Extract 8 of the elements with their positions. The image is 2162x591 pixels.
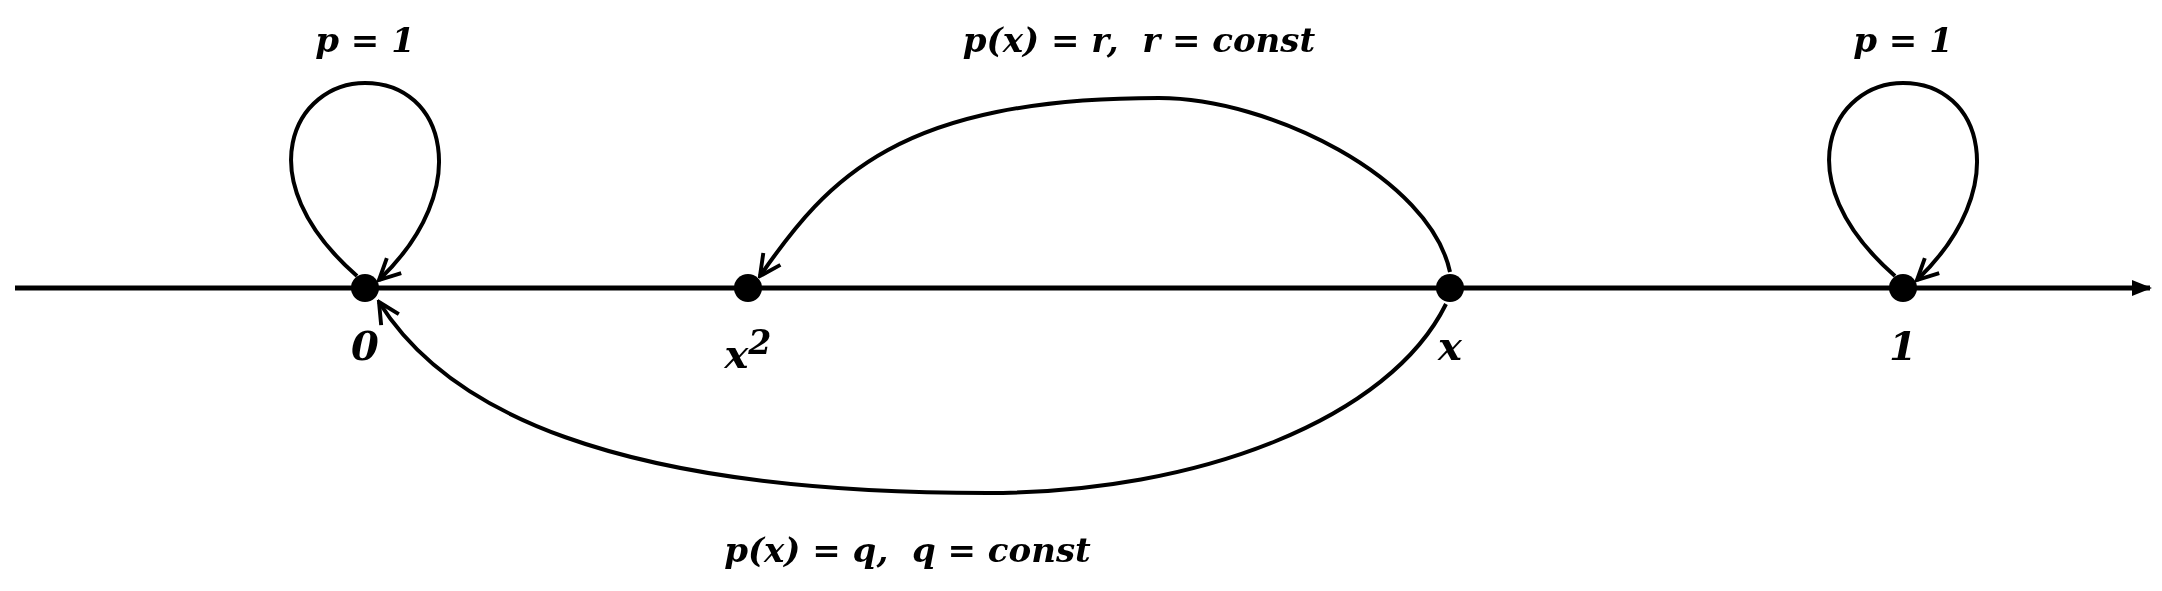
point-label: x bbox=[1438, 326, 1462, 366]
point-label: 0 bbox=[351, 326, 379, 366]
point-label: x$^{2}$ bbox=[724, 326, 772, 375]
curved-arrow bbox=[758, 96, 1452, 278]
self-loop-arrow bbox=[289, 81, 441, 282]
curved-arrow bbox=[377, 300, 1448, 495]
point-label: 1 bbox=[1889, 326, 1917, 366]
self-loop-arrow bbox=[1827, 81, 1979, 282]
